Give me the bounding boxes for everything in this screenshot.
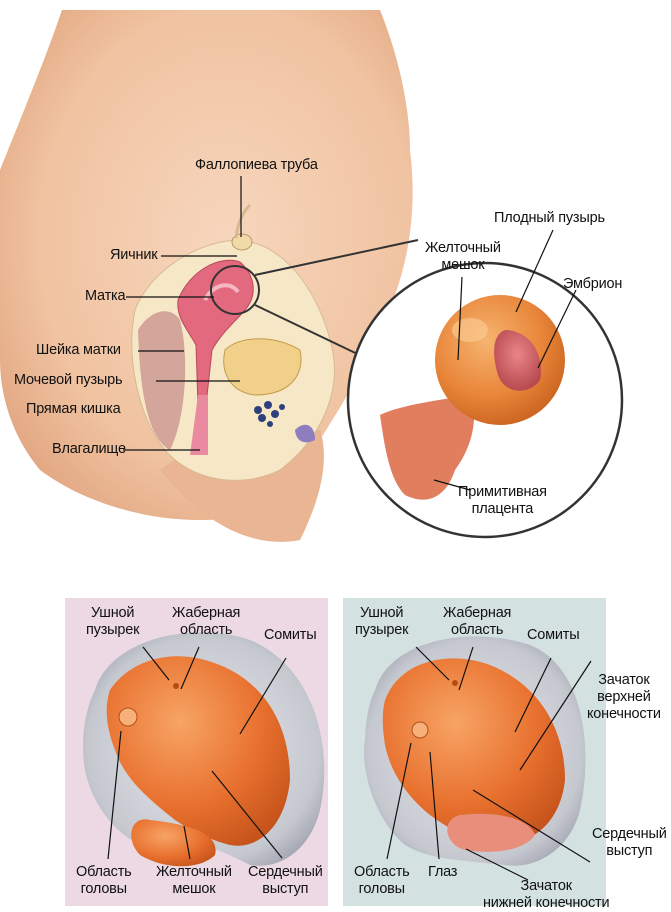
label-rectum: Прямая кишка (26, 401, 121, 418)
left-label-somites: Сомиты (264, 627, 316, 644)
label-ovary: Яичник (110, 247, 157, 264)
label-uterus: Матка (85, 288, 125, 305)
label-embryo: Эмбрион (563, 276, 622, 293)
label-amniotic-sac: Плодный пузырь (494, 210, 605, 227)
label-fallopian-tube: Фаллопиева труба (195, 157, 318, 174)
right-label-somites: Сомиты (527, 627, 579, 644)
label-cervix: Шейка матки (36, 342, 121, 359)
right-embryo (364, 636, 585, 865)
label-vagina: Влагалище (52, 441, 126, 458)
label-bladder: Мочевой пузырь (14, 372, 122, 389)
right-label-eye: Глаз (428, 864, 457, 881)
